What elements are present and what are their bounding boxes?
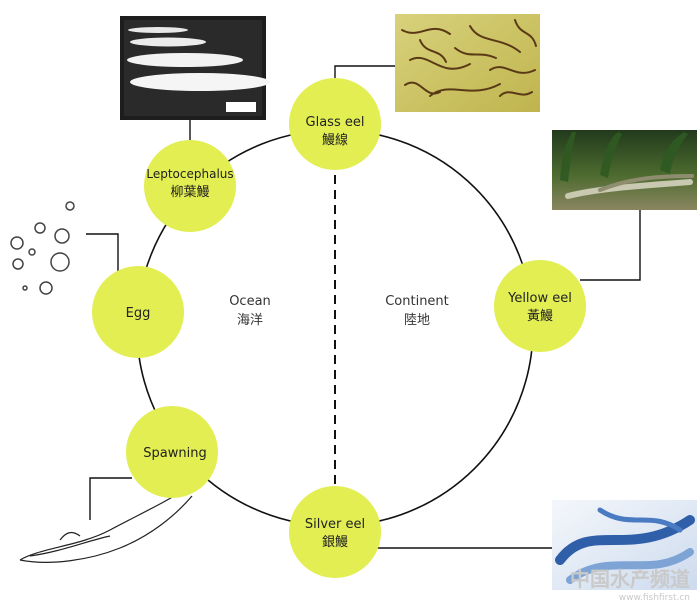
connector-spawning bbox=[89, 477, 132, 520]
region-continent-zh: 陸地 bbox=[404, 312, 430, 328]
stage-spawning-label: Spawning bbox=[143, 446, 206, 461]
stage-yellow-eel-zh: 黃鰻 bbox=[527, 309, 553, 324]
stage-silver-eel-zh: 銀鰻 bbox=[322, 535, 348, 550]
glass-eel-photo bbox=[395, 14, 540, 112]
connector-egg bbox=[86, 233, 119, 278]
stage-leptocephalus-zh: 柳葉鰻 bbox=[170, 185, 209, 200]
connector-yellow-eel bbox=[580, 210, 641, 281]
region-ocean-label: Ocean bbox=[229, 294, 271, 309]
stage-leptocephalus-node bbox=[144, 140, 236, 232]
silver-eel-photo bbox=[552, 500, 697, 590]
region-continent-label: Continent bbox=[385, 294, 449, 309]
stage-egg-node bbox=[92, 266, 184, 358]
watermark-url: www.fishfirst.cn bbox=[619, 593, 690, 603]
eggs-photo bbox=[10, 201, 75, 295]
stage-glass-eel-label: Glass eel bbox=[306, 115, 365, 130]
stage-silver-eel-node bbox=[289, 486, 381, 578]
leptocephalus-photo bbox=[120, 16, 270, 120]
stage-glass-eel-zh: 鰻線 bbox=[322, 132, 348, 148]
watermark-text: 中国水产频道 bbox=[570, 567, 690, 591]
stage-spawning-node bbox=[126, 406, 218, 498]
yellow-eel-photo bbox=[552, 130, 697, 210]
stage-silver-eel-label: Silver eel bbox=[305, 517, 365, 532]
stage-yellow-eel-label: Yellow eel bbox=[507, 291, 572, 306]
stage-egg-label: Egg bbox=[126, 306, 151, 321]
stage-glass-eel-node bbox=[289, 78, 381, 170]
region-ocean-zh: 海洋 bbox=[237, 313, 263, 328]
stage-yellow-eel-node bbox=[494, 260, 586, 352]
stage-leptocephalus-label: Leptocephalus bbox=[146, 167, 233, 181]
